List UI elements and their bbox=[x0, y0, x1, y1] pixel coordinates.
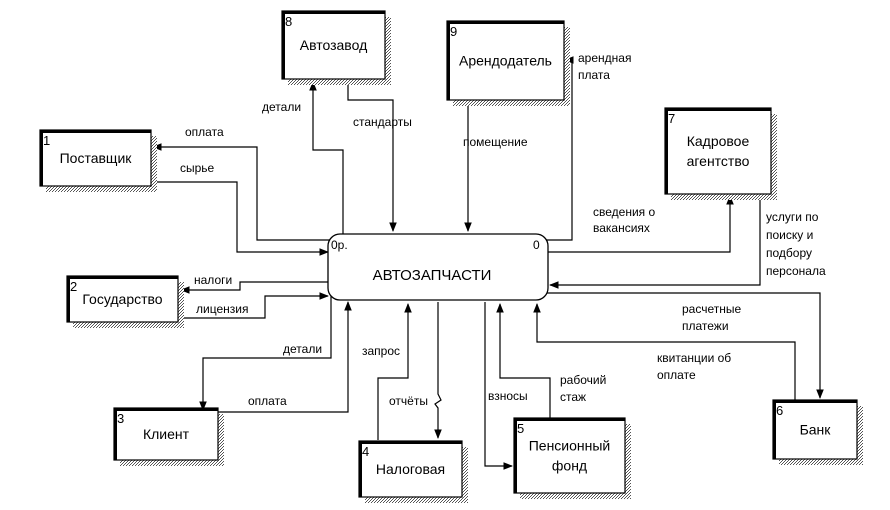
label-raschetnye-1: расчетные bbox=[682, 302, 741, 316]
flow-svedeniya bbox=[547, 195, 734, 253]
flow-labels: оплата сырье налоги лицензия детали опла… bbox=[180, 51, 826, 408]
entity-name: Кадровое bbox=[687, 133, 750, 149]
label-svedeniya-1: сведения о bbox=[593, 205, 655, 219]
label-oplata-supplier: оплата bbox=[185, 125, 224, 139]
entity-number: 6 bbox=[776, 403, 783, 418]
flow-lines bbox=[152, 56, 824, 470]
process-node: 0р. 0 АВТОЗАПЧАСТИ bbox=[327, 233, 549, 301]
flow-nalogi bbox=[180, 281, 328, 294]
entity-box bbox=[513, 417, 626, 494]
label-pomeshchenie: помещение bbox=[463, 135, 528, 149]
process-box bbox=[327, 233, 549, 301]
entity-name: фонд bbox=[552, 458, 587, 474]
label-arendnaya-1: арендная bbox=[578, 51, 631, 65]
label-oplata-client: оплата bbox=[248, 394, 287, 408]
label-vznosy: взносы bbox=[488, 389, 528, 403]
flow-kvitancii bbox=[533, 303, 796, 400]
entity-name: Государство bbox=[82, 291, 162, 307]
entity-box bbox=[664, 107, 772, 195]
label-syrie: сырье bbox=[180, 161, 215, 175]
entity-box bbox=[281, 10, 386, 80]
entity-number: 8 bbox=[285, 14, 292, 29]
entity-box bbox=[66, 275, 179, 323]
entity-number: 2 bbox=[70, 279, 77, 294]
entity-number: 1 bbox=[43, 133, 50, 148]
label-stazh-2: стаж bbox=[560, 390, 586, 404]
entity-box bbox=[358, 440, 463, 498]
entity-number: 9 bbox=[450, 24, 457, 39]
entity-box bbox=[446, 20, 565, 101]
flow-detali-to-factory bbox=[309, 81, 344, 237]
entity-name: Арендодатель bbox=[459, 53, 552, 69]
label-licenziya: лицензия bbox=[196, 302, 248, 316]
entity-name: Налоговая bbox=[376, 461, 445, 477]
flow-licenziya bbox=[181, 292, 329, 319]
entity-number: 3 bbox=[117, 411, 124, 426]
label-detali-client: детали bbox=[283, 342, 322, 356]
entity-number: 4 bbox=[362, 444, 369, 459]
entity-name: Поставщик bbox=[60, 150, 133, 166]
label-uslugi-3: подбору bbox=[766, 246, 812, 260]
flow-detali-to-client bbox=[199, 292, 332, 411]
flow-standarty bbox=[347, 72, 397, 232]
entity-name: Банк bbox=[800, 422, 832, 438]
flow-oplata-to-supplier bbox=[152, 143, 333, 241]
entity-number: 5 bbox=[517, 421, 524, 436]
flow-uslugi bbox=[549, 196, 761, 289]
label-detali-factory: детали bbox=[262, 100, 301, 114]
flow-syrie bbox=[153, 181, 329, 256]
label-uslugi-1: услуги по bbox=[766, 210, 819, 224]
entity-box bbox=[39, 129, 152, 187]
label-nalogi: налоги bbox=[194, 273, 232, 287]
label-kvitancii-2: оплате bbox=[657, 368, 696, 382]
label-arendnaya-2: плата bbox=[578, 68, 610, 82]
label-kvitancii-1: квитанции об bbox=[657, 351, 731, 365]
flow-raschetnye bbox=[546, 292, 824, 399]
entity-name: агентство bbox=[687, 153, 750, 169]
process-title: АВТОЗАПЧАСТИ bbox=[373, 267, 492, 284]
label-zapros: запрос bbox=[362, 344, 400, 358]
entity-name: Клиент bbox=[143, 426, 190, 442]
process-number: 0 bbox=[533, 238, 540, 252]
flow-rabochiy-stazh bbox=[496, 303, 551, 420]
flow-otchety bbox=[434, 302, 442, 439]
flow-oplata-from-client bbox=[218, 301, 352, 413]
entity-name: Автозавод bbox=[300, 37, 367, 53]
label-uslugi-2: поиску и bbox=[766, 228, 813, 242]
label-svedeniya-2: вакансиях bbox=[593, 221, 650, 235]
label-standarty: стандарты bbox=[353, 115, 412, 129]
label-raschetnye-2: платежи bbox=[682, 319, 729, 333]
entity-name: Пенсионный bbox=[529, 438, 611, 454]
entity-box bbox=[772, 399, 858, 460]
flow-vznosy bbox=[484, 302, 513, 470]
process-ref: 0р. bbox=[331, 238, 348, 252]
label-uslugi-4: персонала bbox=[766, 264, 826, 278]
entity-number: 7 bbox=[668, 111, 675, 126]
label-stazh-1: рабочий bbox=[560, 373, 606, 387]
flow-zapros bbox=[377, 303, 412, 440]
label-otchety: отчёты bbox=[389, 394, 428, 408]
